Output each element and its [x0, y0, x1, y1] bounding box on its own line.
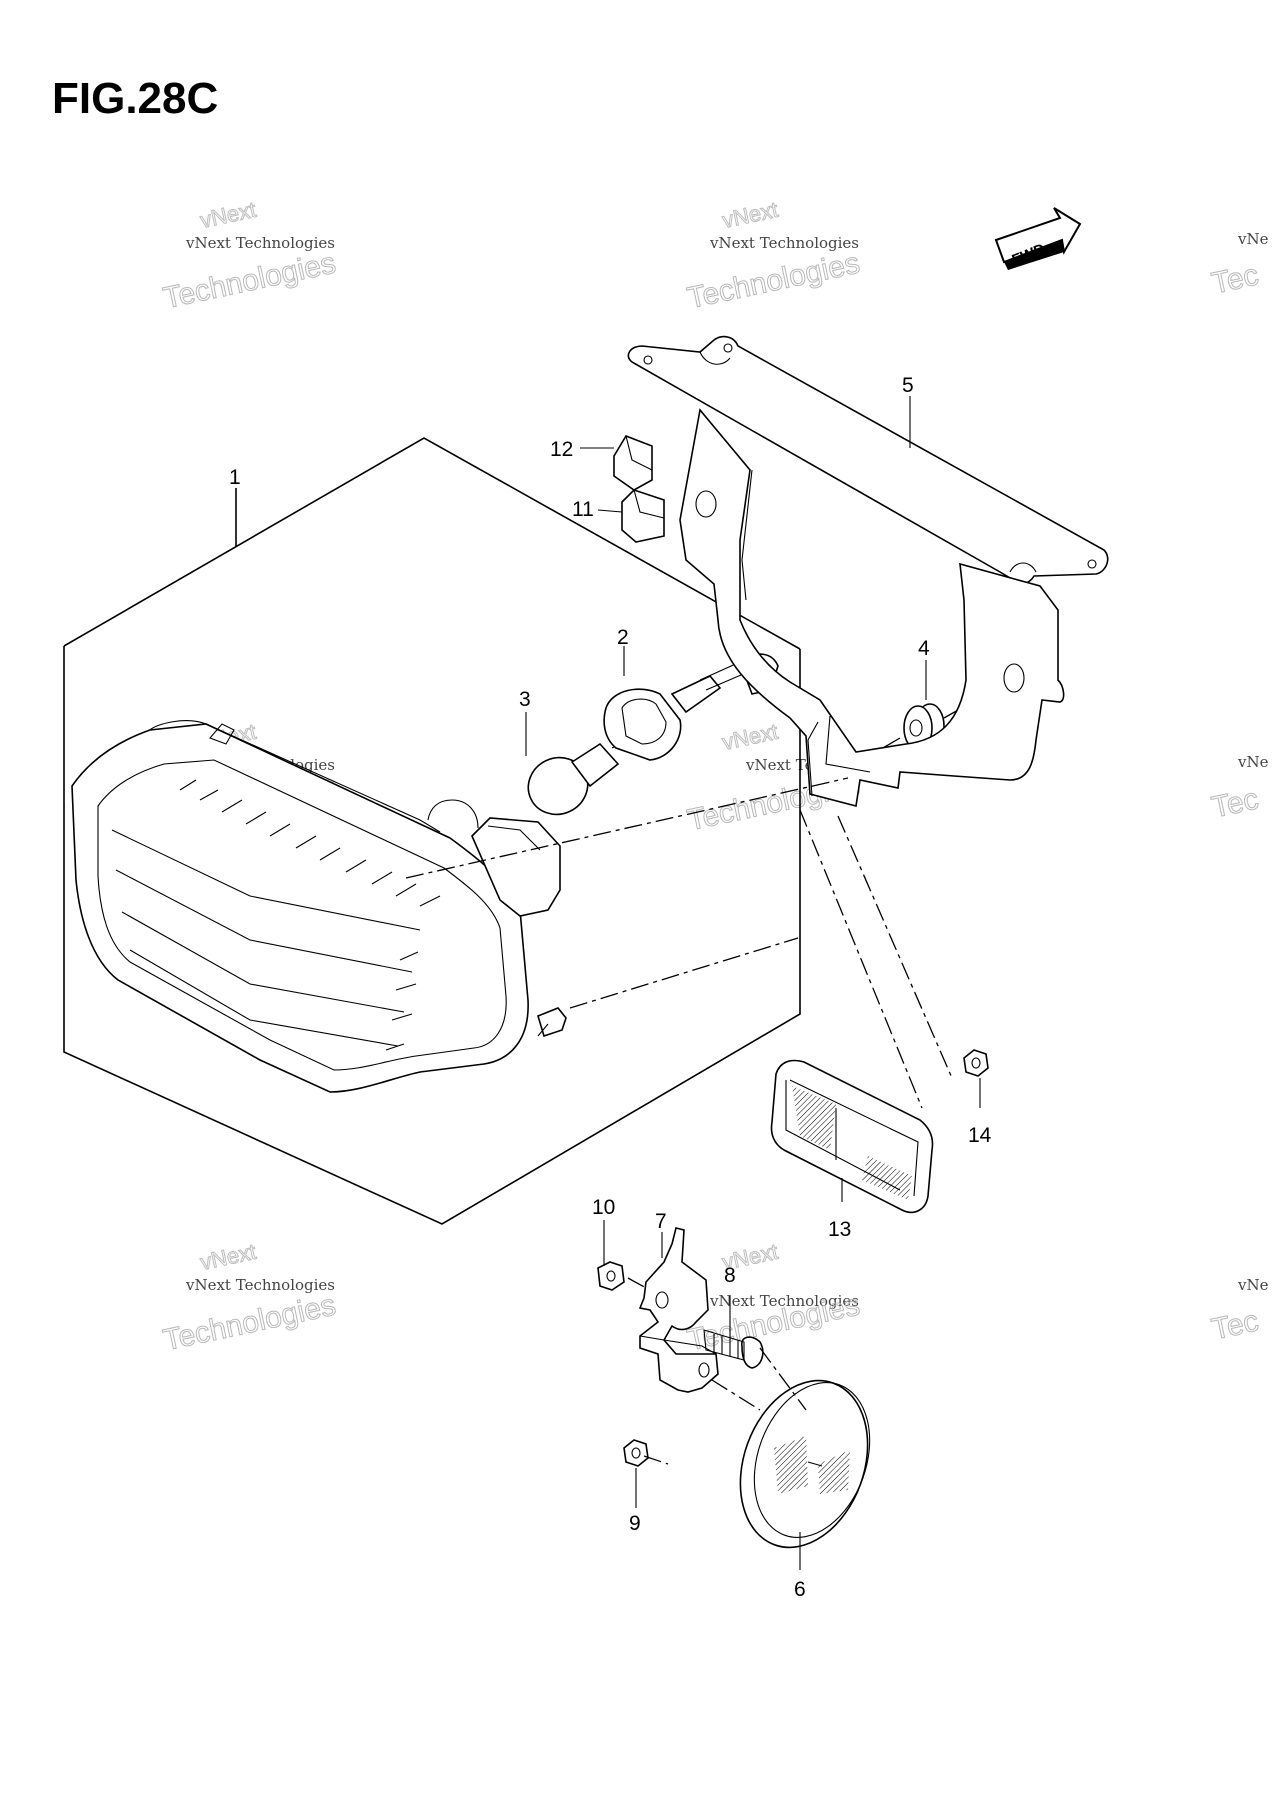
callout-numbers: 1 2 3 4 5 6 7 8 9 10 11 12 13 14: [229, 374, 992, 1601]
callout-7: 7: [655, 1210, 667, 1233]
watermark-low-center: vNext vNext Technologies Technologies: [684, 1238, 863, 1357]
svg-text:vNext Technologies: vNext Technologies: [185, 1276, 335, 1294]
svg-text:vNext: vNext: [720, 719, 780, 755]
bulb: [527, 739, 629, 816]
watermark-top-center: vNext vNext Technologies Technologies: [684, 196, 863, 316]
reflector-bracket: [638, 1227, 719, 1393]
svg-text:vNext Technologies: vNext Technologies: [185, 234, 335, 252]
svg-text:Technologies: Technologies: [161, 1289, 339, 1358]
side-reflector: [770, 1059, 934, 1214]
svg-text:vNe: vNe: [1237, 753, 1269, 771]
callout-9: 9: [629, 1512, 641, 1535]
callout-12: 12: [550, 438, 573, 461]
svg-text:vNext Technologies: vNext Technologies: [709, 234, 859, 252]
watermark-top-left: vNext vNext Technologies Technologies: [160, 196, 339, 316]
headlight-lens: [71, 720, 567, 1093]
callout-1: 1: [229, 466, 241, 489]
mounting-bracket: [627, 335, 1109, 807]
svg-text:Technologies: Technologies: [685, 247, 863, 316]
svg-text:vNext: vNext: [198, 1239, 258, 1275]
callout-14: 14: [968, 1124, 992, 1147]
callout-10: 10: [592, 1196, 615, 1219]
plate-11: [621, 489, 665, 543]
svg-text:vNext: vNext: [720, 197, 780, 233]
fwd-arrow-icon: FWD: [994, 207, 1082, 270]
nut-10: [597, 1261, 625, 1291]
callout-3: 3: [519, 688, 531, 711]
watermark-right-edge: vNe Tec vNe Tec vNe Tec: [1208, 230, 1269, 1347]
headlight-assembly-outline: [63, 437, 801, 1225]
plate-12: [613, 435, 653, 491]
svg-text:Tec: Tec: [1209, 1305, 1262, 1347]
watermark-low-left: vNext vNext Technologies Technologies: [160, 1238, 339, 1358]
figure-title: FIG.28C: [52, 74, 219, 123]
callout-6: 6: [794, 1578, 806, 1601]
callout-4: 4: [918, 637, 930, 660]
leader-lines: [525, 396, 981, 1570]
callout-13: 13: [828, 1218, 851, 1241]
connector-lines: [405, 777, 953, 1465]
callout-2: 2: [617, 626, 629, 649]
callout-5: 5: [902, 374, 914, 397]
svg-text:vNe: vNe: [1237, 1276, 1269, 1294]
svg-text:Tec: Tec: [1209, 783, 1262, 825]
svg-text:vNext: vNext: [198, 197, 258, 233]
svg-text:Tec: Tec: [1209, 259, 1262, 301]
svg-text:vNext Technologies: vNext Technologies: [709, 1292, 859, 1310]
nut-14: [963, 1049, 989, 1077]
round-reflector: [739, 1379, 871, 1549]
nut-9: [623, 1439, 649, 1467]
callout-11: 11: [572, 498, 594, 521]
svg-text:vNe: vNe: [1237, 230, 1269, 248]
screw-8: [703, 1329, 764, 1369]
svg-text:Technologies: Technologies: [161, 247, 339, 316]
callout-8: 8: [724, 1264, 736, 1287]
